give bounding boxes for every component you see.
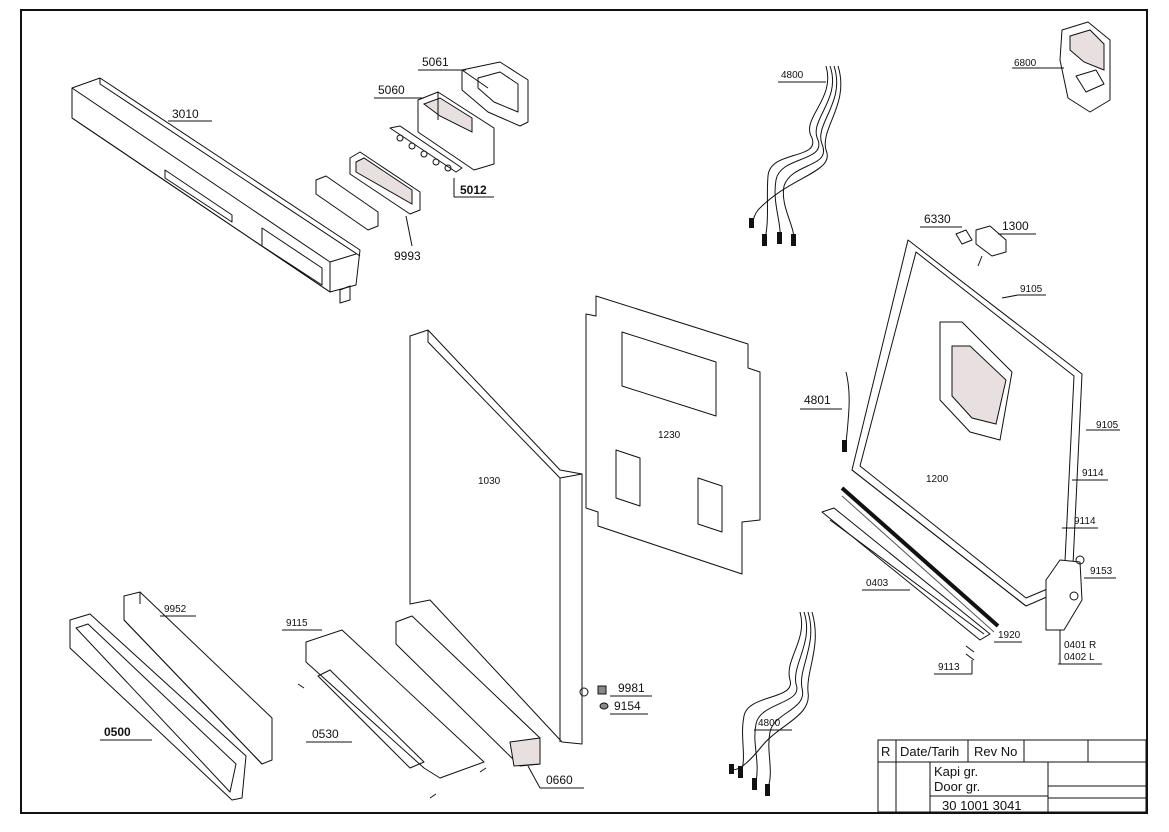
label-9981: 9981 — [618, 681, 645, 695]
label-1030: 1030 — [478, 476, 501, 487]
label-5012: 5012 — [460, 183, 487, 197]
title-drawing-no: 30 1001 3041 — [942, 798, 1022, 813]
part-0660-plinth-trim — [395, 615, 541, 767]
label-9993: 9993 — [394, 249, 421, 263]
label-0402: 0402 L — [1064, 652, 1095, 663]
part-9993-display-module — [315, 151, 421, 247]
part-5012-button-strip — [389, 125, 463, 173]
label-9105-top: 9105 — [1020, 284, 1043, 295]
label-5060: 5060 — [378, 83, 405, 97]
part-6330-latch — [955, 229, 973, 245]
label-9113: 9113 — [938, 662, 960, 673]
title-name-en: Door gr. — [934, 779, 980, 794]
part-1920-gasket — [840, 486, 1000, 633]
label-9115: 9115 — [286, 618, 308, 629]
label-0401: 0401 R — [1064, 640, 1096, 651]
label-9114-lower: 9114 — [1074, 516, 1096, 527]
part-1230-insulation — [585, 295, 761, 575]
label-1200: 1200 — [926, 474, 949, 485]
label-9154: 9154 — [614, 699, 641, 713]
label-1230: 1230 — [658, 430, 681, 441]
label-0660: 0660 — [546, 773, 573, 787]
part-5061-bracket — [461, 61, 529, 127]
title-name-tr: Kapi gr. — [934, 764, 978, 779]
label-1920: 1920 — [998, 630, 1021, 641]
label-0500: 0500 — [104, 725, 131, 739]
part-6800-door-lock — [1059, 21, 1111, 113]
part-0401-0402-hinge — [1045, 555, 1085, 664]
part-9113-screw — [965, 645, 975, 661]
label-6800: 6800 — [1014, 58, 1037, 69]
title-col-r: R — [881, 744, 890, 759]
drawing-border — [20, 9, 1148, 814]
label-1300: 1300 — [1002, 219, 1029, 233]
label-0530: 0530 — [312, 727, 339, 741]
label-3010: 3010 — [172, 107, 199, 121]
part-0530-bottom-bracket — [297, 629, 487, 799]
title-col-date: Date/Tarih — [900, 744, 959, 759]
label-4801: 4801 — [804, 393, 831, 407]
label-9105-right: 9105 — [1096, 420, 1119, 431]
part-4800-harness-top — [749, 65, 842, 246]
label-9952: 9952 — [164, 604, 187, 615]
label-4800-top: 4800 — [781, 70, 804, 81]
part-9952-plinth — [123, 591, 273, 765]
label-4800-bottom: 4800 — [758, 718, 781, 729]
label-0403: 0403 — [866, 578, 889, 589]
part-4800-harness-bottom — [729, 611, 816, 796]
part-0500-plinth — [69, 613, 247, 801]
part-0403-plinth-bracket — [821, 507, 991, 641]
part-1200-inner-door — [851, 239, 1083, 607]
part-4801-cable — [842, 371, 850, 452]
part-1030-outer-door — [409, 329, 589, 745]
label-5061: 5061 — [422, 55, 449, 69]
part-5060-board — [417, 91, 495, 171]
label-9114-upper: 9114 — [1082, 468, 1104, 479]
part-3010-control-panel — [71, 77, 361, 304]
title-block — [877, 739, 1147, 813]
label-9153: 9153 — [1090, 566, 1113, 577]
title-col-rev: Rev No — [974, 744, 1017, 759]
label-6330: 6330 — [924, 212, 951, 226]
